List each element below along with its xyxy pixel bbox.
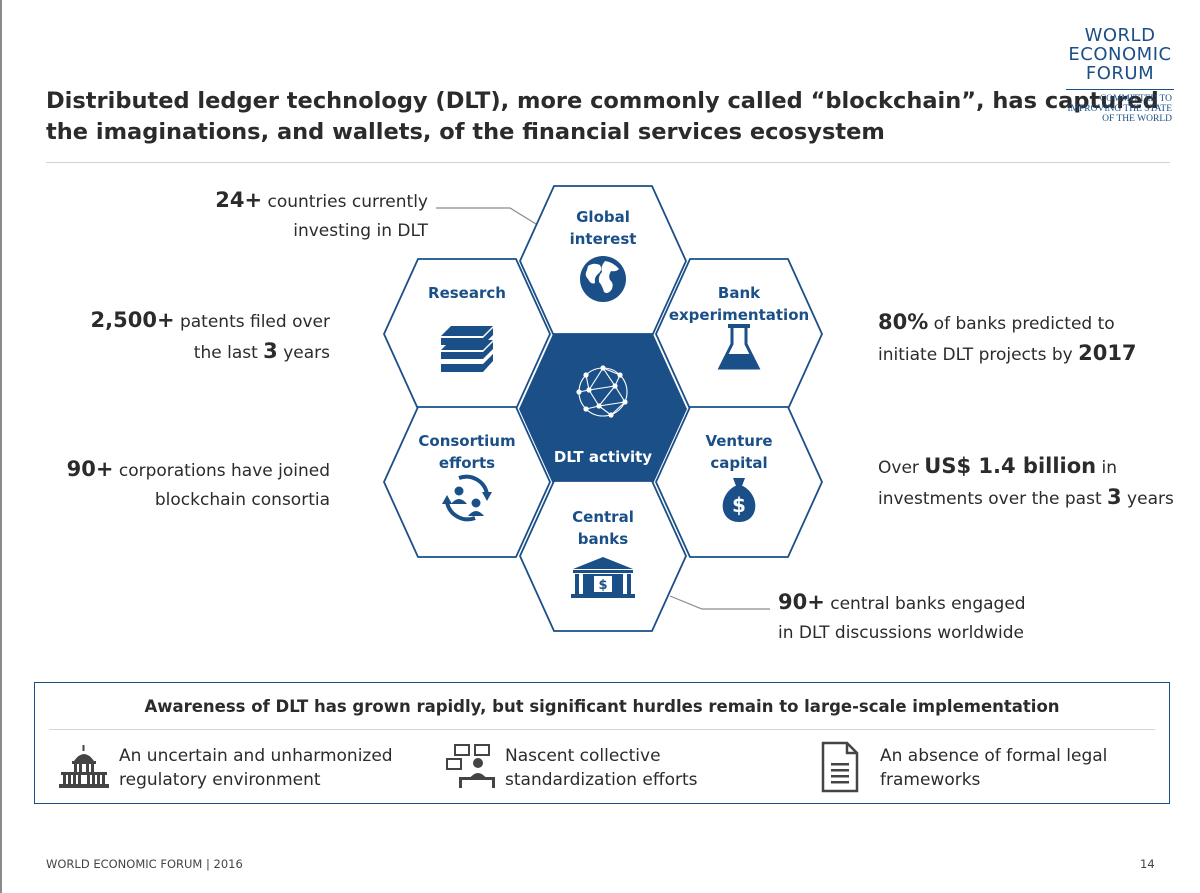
people-cycle-icon bbox=[442, 474, 492, 522]
hex-bank-label-2: experimentation bbox=[669, 306, 809, 324]
hex-bank-label-1: Bank bbox=[718, 284, 761, 302]
hurdle-standardization-line-2: standardization efforts bbox=[505, 770, 698, 790]
stat-patents-number-2: 3 bbox=[263, 339, 278, 363]
hurdle-item-standardization: Nascent collective standardization effor… bbox=[505, 744, 698, 792]
hurdle-legal-line-2: frameworks bbox=[880, 770, 981, 790]
stat-countries-number: 24+ bbox=[215, 188, 263, 212]
stat-patents-text-2a: the last bbox=[193, 343, 258, 363]
stat-investment-text-2b: years bbox=[1127, 489, 1174, 509]
hurdles-divider bbox=[49, 729, 1155, 730]
stat-patents: 2,500+ patents filed over the last 3 yea… bbox=[70, 306, 330, 368]
hex-consortium-label-1: Consortium bbox=[418, 432, 515, 450]
logo-rule bbox=[1066, 89, 1174, 90]
page-title-line-1: Distributed ledger technology (DLT), mor… bbox=[46, 88, 1159, 114]
hurdles-title: Awareness of DLT has grown rapidly, but … bbox=[144, 697, 1060, 716]
hex-venture-label-1: Venture bbox=[705, 432, 772, 450]
meeting-icon bbox=[446, 744, 495, 788]
hurdle-item-legal: An absence of formal legal frameworks bbox=[880, 744, 1107, 792]
stat-investment-text-2a: investments over the past bbox=[878, 489, 1102, 509]
hex-consortium-label-2: efforts bbox=[439, 454, 495, 472]
stat-corporations-number: 90+ bbox=[66, 457, 114, 481]
hex-central-banks: Central banks $ bbox=[519, 480, 687, 632]
logo-tagline-3: OF THE WORLD bbox=[1102, 114, 1172, 124]
stat-corporations-text-1: corporations have joined bbox=[118, 461, 330, 481]
hurdle-legal-line-1: An absence of formal legal bbox=[880, 746, 1108, 766]
stat-banks-number: 80% bbox=[878, 310, 929, 334]
stat-central-banks: 90+ central banks engaged in DLT discuss… bbox=[778, 588, 1078, 648]
stat-corporations: 90+ corporations have joined blockchain … bbox=[50, 455, 330, 515]
hex-venture-capital: Venture capital $ bbox=[655, 406, 823, 558]
svg-text:$: $ bbox=[732, 493, 746, 517]
hex-global-label-2: interest bbox=[570, 230, 637, 248]
logo-line-economic: ECONOMIC bbox=[1068, 44, 1172, 65]
globe-icon bbox=[580, 256, 626, 302]
logo-tagline-1: COMMITTED TO bbox=[1099, 94, 1172, 104]
hurdle-regulatory-line-1: An uncertain and unharmonized bbox=[119, 746, 393, 766]
books-icon bbox=[441, 326, 493, 372]
leader-lines bbox=[436, 207, 770, 610]
stat-central-banks-text-2: in DLT discussions worldwide bbox=[778, 623, 1024, 643]
hex-venture-label-2: capital bbox=[710, 454, 767, 472]
hex-dlt-activity: DLT activity bbox=[519, 333, 687, 485]
stat-investment-number: US$ 1.4 billion bbox=[924, 454, 1097, 478]
stat-banks: 80% of banks predicted to initiate DLT p… bbox=[878, 308, 1178, 370]
stat-central-banks-text-1: central banks engaged bbox=[830, 594, 1026, 614]
logo-tagline-2: IMPROVING THE STATE bbox=[1067, 104, 1172, 114]
hurdles-panel: Awareness of DLT has grown rapidly, but … bbox=[34, 682, 1170, 804]
page-number: 14 bbox=[1140, 857, 1155, 871]
leader-line-countries bbox=[436, 207, 537, 225]
stat-countries-text-1: countries currently bbox=[267, 192, 428, 212]
hex-consortium-efforts: Consortium efforts bbox=[383, 406, 551, 558]
svg-text:$: $ bbox=[598, 578, 607, 593]
page-title-line-2: the imaginations, and wallets, of the fi… bbox=[46, 119, 885, 145]
stat-investment: Over US$ 1.4 billion in investments over… bbox=[878, 452, 1188, 514]
logo-line-forum: FORUM bbox=[1085, 63, 1155, 84]
bank-building-icon: $ bbox=[571, 557, 635, 598]
stat-patents-text-1: patents filed over bbox=[179, 312, 330, 332]
hex-global-label-1: Global bbox=[576, 208, 630, 226]
hex-research-label: Research bbox=[428, 284, 506, 302]
capitol-icon bbox=[59, 745, 109, 788]
wef-logo: WORLD ECONOMIC FORUM COMMITTED TO IMPROV… bbox=[1060, 26, 1180, 124]
hex-global-interest: Global interest bbox=[519, 185, 687, 337]
stat-patents-number: 2,500+ bbox=[90, 308, 175, 332]
stat-banks-number-2: 2017 bbox=[1078, 341, 1137, 365]
logo-line-world: WORLD bbox=[1084, 25, 1156, 46]
stat-investment-number-2: 3 bbox=[1107, 485, 1122, 509]
hurdle-standardization-line-1: Nascent collective bbox=[505, 746, 661, 766]
stat-investment-text-1a: Over bbox=[878, 458, 919, 478]
stat-banks-text-1: of banks predicted to bbox=[933, 314, 1115, 334]
network-icon bbox=[576, 365, 628, 418]
hex-bank-experimentation: Bank experimentation bbox=[655, 258, 823, 410]
money-bag-icon: $ bbox=[722, 478, 756, 522]
stat-countries: 24+ countries currently investing in DLT bbox=[168, 186, 428, 246]
hex-central-label-1: Central bbox=[572, 508, 634, 526]
stat-countries-text-2: investing in DLT bbox=[293, 221, 428, 241]
stat-investment-text-1b: in bbox=[1101, 458, 1118, 478]
hurdle-regulatory-line-2: regulatory environment bbox=[119, 770, 321, 790]
left-edge-line bbox=[0, 0, 2, 893]
hex-central-label-2: banks bbox=[578, 530, 629, 548]
stat-corporations-text-2: blockchain consortia bbox=[154, 490, 330, 510]
flask-icon bbox=[717, 324, 761, 370]
page-title: Distributed ledger technology (DLT), mor… bbox=[46, 86, 1159, 148]
hex-center-label: DLT activity bbox=[554, 448, 652, 466]
hurdle-item-regulatory: An uncertain and unharmonized regulatory… bbox=[119, 744, 393, 792]
leader-line-central-banks bbox=[669, 595, 770, 610]
stat-patents-text-2b: years bbox=[283, 343, 330, 363]
stat-banks-text-2: initiate DLT projects by bbox=[878, 345, 1073, 365]
document-icon bbox=[821, 741, 859, 793]
stat-central-banks-number: 90+ bbox=[778, 590, 825, 614]
title-divider bbox=[46, 162, 1170, 163]
footer-text: WORLD ECONOMIC FORUM | 2016 bbox=[46, 857, 243, 871]
hex-research: Research bbox=[383, 258, 551, 410]
